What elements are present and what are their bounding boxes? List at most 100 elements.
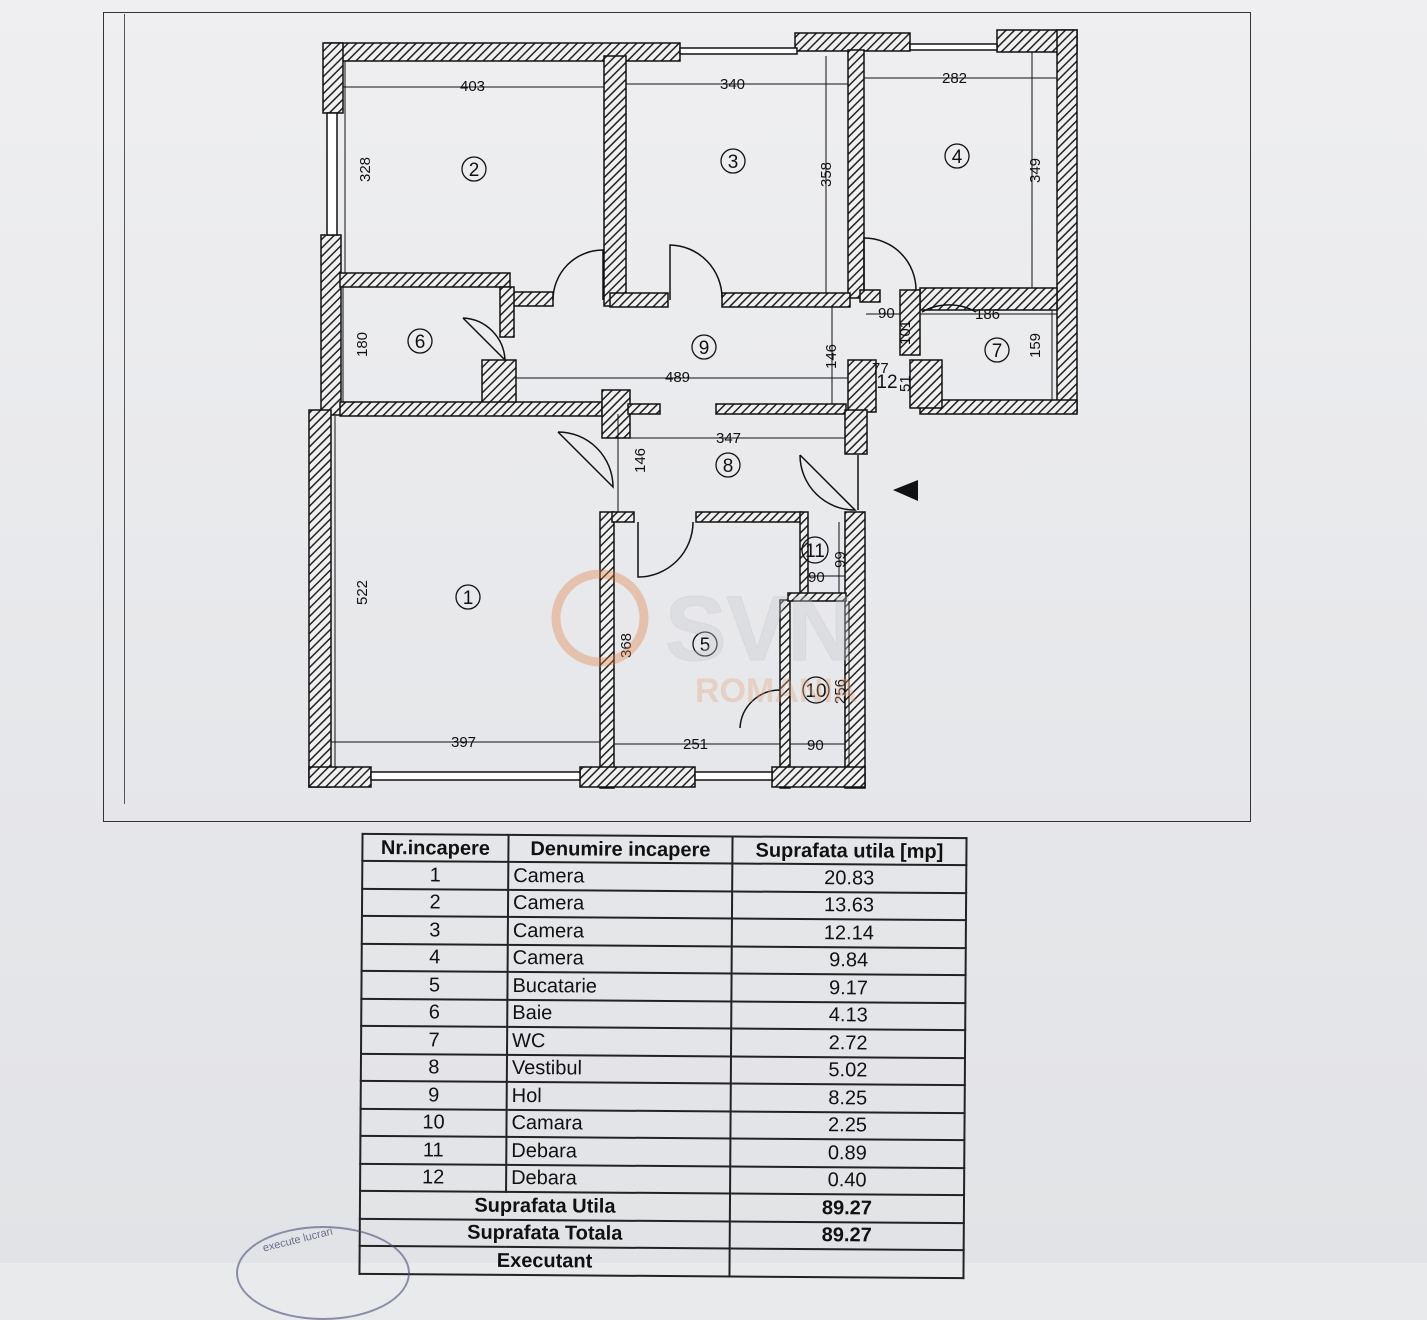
total-surface-label: Suprafata Totala — [359, 1218, 730, 1249]
header-nr: Nr.incapere — [362, 833, 509, 862]
doors — [462, 237, 977, 729]
util-surface-row: Suprafata Utila 89.27 — [359, 1190, 965, 1223]
room-marker-5: 5 — [700, 635, 711, 656]
executant-value — [729, 1248, 964, 1278]
executant-label: Executant — [359, 1245, 730, 1276]
room-marker-10: 10 — [805, 681, 826, 702]
dim-vest-height: 146 — [632, 448, 649, 473]
row-nr: 6 — [361, 998, 508, 1027]
total-surface-row: Suprafata Totala 89.27 — [359, 1218, 964, 1251]
row-area: 9.17 — [731, 973, 966, 1003]
row-nr: 10 — [360, 1108, 507, 1137]
row-name: Camera — [507, 889, 733, 919]
dimension-labels: 403 340 282 328 358 349 180 489 146 90 1… — [354, 70, 1044, 754]
dim-r6-height: 180 — [354, 332, 371, 357]
dim-r2-width: 403 — [460, 78, 485, 95]
row-nr: 5 — [361, 970, 508, 1000]
room-marker-3: 3 — [728, 152, 739, 173]
dim-wc-width: 186 — [975, 306, 1000, 323]
room-marker-6: 6 — [415, 332, 426, 353]
util-surface-label: Suprafata Utila — [359, 1190, 731, 1221]
row-nr: 4 — [361, 943, 508, 972]
stamp-seal — [236, 1226, 410, 1320]
dimension-lines — [331, 52, 1057, 767]
inner-frame-line — [124, 14, 1250, 804]
dim-r4-width: 282 — [942, 70, 967, 87]
dim-d11-width: 90 — [808, 569, 825, 586]
dim-r10-width: 90 — [807, 737, 824, 754]
row-area: 0.89 — [730, 1138, 965, 1168]
row-area: 5.02 — [730, 1055, 965, 1086]
floor-plan: 403 340 282 328 358 349 180 489 146 90 1… — [308, 29, 1078, 789]
row-area: 9.84 — [731, 945, 966, 976]
rooms-table: Nr.incapere Denumire incapere Suprafata … — [358, 833, 967, 1279]
header-name: Denumire incapere — [508, 834, 733, 864]
row-nr: 8 — [360, 1053, 508, 1082]
row-nr: 11 — [360, 1135, 507, 1165]
walls — [308, 29, 1078, 789]
row-area: 20.83 — [732, 863, 967, 893]
floor-plan-frame — [103, 12, 1251, 822]
watermark-sub: ROMANIA — [695, 672, 857, 710]
dim-wc-height: 159 — [1027, 333, 1044, 358]
watermark-logo-icon — [551, 569, 649, 667]
dim-r4-height: 349 — [1027, 158, 1044, 183]
row-area: 2.72 — [731, 1028, 966, 1058]
entrance-arrow-icon — [893, 480, 918, 501]
row-area: 4.13 — [731, 1000, 966, 1031]
room-marker-9: 9 — [699, 338, 710, 359]
row-name: Camera — [508, 861, 733, 891]
room-marker-11: 11 — [805, 541, 825, 562]
room-marker-12: 12 — [876, 372, 897, 393]
dim-r5-width: 251 — [683, 736, 708, 753]
dim-r1-width: 397 — [451, 734, 476, 751]
dim-d11-height: 99 — [832, 551, 849, 568]
room-markers — [407, 143, 1010, 704]
row-name: Vestibul — [506, 1054, 732, 1084]
row-name: Baie — [507, 999, 732, 1029]
row-name: Debara — [506, 1136, 731, 1166]
row-name: Camera — [507, 916, 732, 946]
dim-d12-a: 77 — [872, 360, 889, 377]
row-nr: 2 — [361, 888, 509, 917]
room-marker-8: 8 — [723, 456, 734, 477]
room-marker-labels: 1 2 3 4 5 6 7 8 9 10 11 12 — [415, 147, 1003, 702]
dim-r3-width: 340 — [720, 76, 745, 93]
dim-hol-width: 489 — [665, 369, 690, 386]
row-name: Camera — [507, 944, 732, 974]
row-area: 12.14 — [731, 918, 966, 948]
dim-r2-height: 328 — [357, 157, 374, 182]
row-nr: 1 — [362, 860, 509, 890]
row-name: Hol — [506, 1081, 731, 1111]
dim-vest-width: 347 — [716, 430, 741, 447]
header-area: Suprafata utila [mp] — [732, 836, 967, 866]
room-marker-7: 7 — [992, 341, 1003, 362]
dim-r3-height: 358 — [818, 162, 835, 187]
room-marker-2: 2 — [469, 160, 480, 181]
dim-r1-height: 522 — [354, 580, 371, 605]
row-name: Camara — [506, 1109, 731, 1139]
util-surface-value: 89.27 — [729, 1193, 965, 1223]
dim-r10-height: 256 — [832, 679, 849, 704]
row-nr: 12 — [360, 1163, 507, 1192]
row-name: Bucatarie — [507, 971, 732, 1001]
room-marker-1: 1 — [463, 588, 474, 609]
executant-row: Executant — [359, 1245, 964, 1278]
dim-d12-width: 90 — [878, 305, 895, 322]
dim-hol-height: 146 — [823, 344, 840, 369]
row-name: WC — [507, 1026, 732, 1056]
row-nr: 7 — [361, 1025, 508, 1055]
row-area: 8.25 — [730, 1083, 965, 1113]
row-area: 13.63 — [731, 890, 967, 921]
row-nr: 9 — [360, 1080, 507, 1110]
